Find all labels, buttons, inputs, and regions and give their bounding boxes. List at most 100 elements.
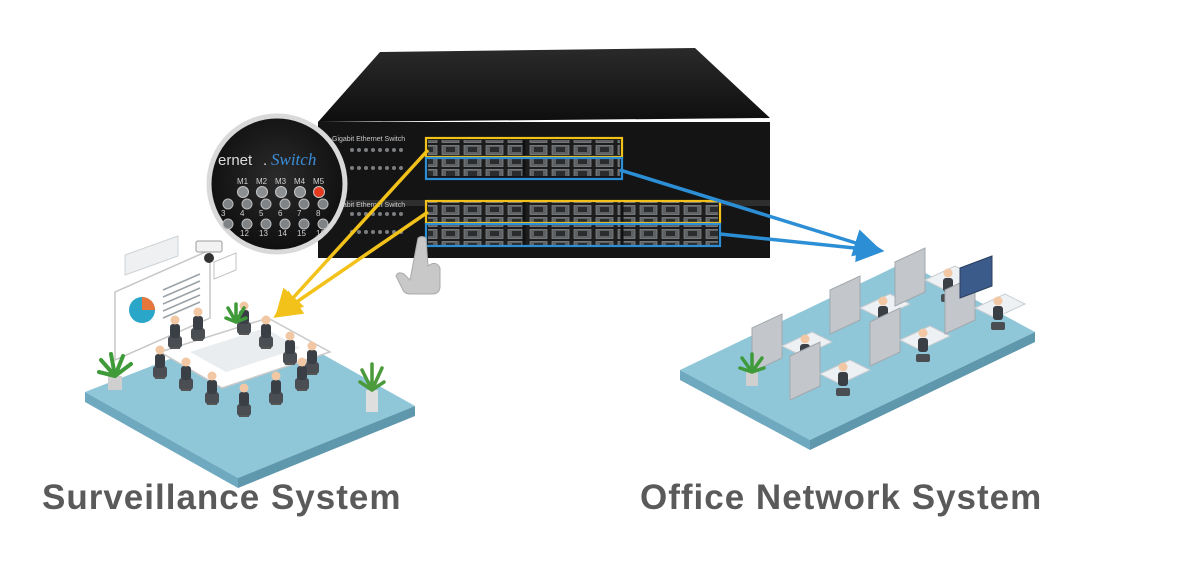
- office-chair: [991, 322, 1005, 330]
- port-led-label: 16: [316, 229, 325, 238]
- worker-body: [918, 338, 928, 352]
- person-head: [170, 315, 180, 325]
- front-led: [371, 166, 375, 170]
- front-led: [350, 148, 354, 152]
- worker-head: [878, 296, 888, 306]
- office-illustration: [680, 247, 1035, 450]
- chair: [191, 328, 205, 340]
- port-led-label: 3: [221, 209, 226, 218]
- office-chair: [836, 388, 850, 396]
- worker-head: [943, 268, 953, 278]
- person-head: [261, 315, 271, 325]
- person-head: [207, 371, 217, 381]
- mode-led-label: M1: [237, 177, 249, 186]
- front-led: [357, 230, 361, 234]
- chair: [283, 352, 297, 364]
- office-chair: [916, 354, 930, 362]
- front-led: [371, 230, 375, 234]
- cubicle-partition: [829, 275, 861, 335]
- mode-led: [275, 186, 287, 198]
- front-led: [357, 166, 361, 170]
- chair: [237, 404, 251, 416]
- front-led: [357, 212, 361, 216]
- arrow-blue-lower: [719, 232, 885, 263]
- port-led-label: 12: [240, 229, 249, 238]
- person-body: [261, 324, 271, 338]
- meeting-floor: [85, 322, 415, 478]
- caption-surveillance-system: Surveillance System: [42, 478, 402, 517]
- person-head: [155, 345, 165, 355]
- front-led: [364, 230, 368, 234]
- port-led-label: 8: [316, 209, 321, 218]
- chair: [237, 322, 251, 334]
- port-led: [317, 218, 329, 230]
- port-led-label: 15: [297, 229, 306, 238]
- mode-led: [256, 186, 268, 198]
- port-led: [317, 198, 329, 210]
- front-led: [392, 148, 396, 152]
- svg-text:.: .: [263, 152, 267, 169]
- monitor-screen: [959, 255, 993, 299]
- chair: [295, 378, 309, 390]
- front-led: [392, 212, 396, 216]
- switch-top-lid: [318, 48, 770, 122]
- worker-head: [993, 296, 1003, 306]
- ethernet-switch: Gigabit Ethernet Switch Gigabit Ethernet…: [318, 48, 770, 258]
- arrow-yellow-lower: [273, 210, 429, 318]
- person-head: [239, 301, 249, 311]
- front-led: [378, 148, 382, 152]
- port-led: [279, 218, 291, 230]
- front-led: [385, 212, 389, 216]
- port-led-label: 5: [259, 209, 264, 218]
- cubicle-partition: [894, 247, 926, 307]
- plant-icon: [358, 362, 386, 412]
- worker-head: [918, 328, 928, 338]
- chair: [269, 392, 283, 404]
- worker-body: [838, 372, 848, 386]
- front-led: [371, 148, 375, 152]
- front-led: [378, 230, 382, 234]
- cubicle-partition: [869, 307, 901, 367]
- zoom-brand-suffix: Switch: [271, 150, 316, 169]
- front-led: [350, 166, 354, 170]
- mode-led-label: M3: [275, 177, 287, 186]
- plant-icon: [224, 302, 248, 324]
- mode-led-label: M2: [256, 177, 268, 186]
- port-led-label: 6: [278, 209, 283, 218]
- front-led: [399, 212, 403, 216]
- person-body: [193, 316, 203, 330]
- port-led: [222, 218, 234, 230]
- port-led: [279, 198, 291, 210]
- meeting-attendees: [153, 301, 319, 417]
- mode-led: [313, 186, 325, 198]
- person-body: [239, 392, 249, 406]
- person-body: [181, 366, 191, 380]
- mode-led: [237, 186, 249, 198]
- person-body: [271, 380, 281, 394]
- person-head: [307, 341, 317, 351]
- port-led: [260, 218, 272, 230]
- worker-head: [800, 334, 810, 344]
- meeting-room-illustration: [85, 235, 415, 488]
- plant-icon: [738, 352, 766, 386]
- chair: [168, 336, 182, 348]
- port-led: [222, 198, 234, 210]
- arrow-yellow-upper: [274, 148, 430, 318]
- mode-led-label: M4: [294, 177, 306, 186]
- port-led-label: 13: [259, 229, 268, 238]
- plant-icon: [97, 352, 133, 390]
- front-led: [378, 166, 382, 170]
- person-body: [297, 366, 307, 380]
- arrow-blue-upper: [619, 168, 883, 257]
- person-body: [285, 340, 295, 354]
- front-led: [357, 148, 361, 152]
- chair: [153, 366, 167, 378]
- person-body: [207, 380, 217, 394]
- front-led: [364, 148, 368, 152]
- port-led: [260, 198, 272, 210]
- hand-pointer-icon: [395, 236, 441, 295]
- switch-brand-small: Gigabit Ethernet Switch: [332, 136, 405, 143]
- person-head: [271, 371, 281, 381]
- zoom-brand-prefix: ernet: [218, 152, 253, 169]
